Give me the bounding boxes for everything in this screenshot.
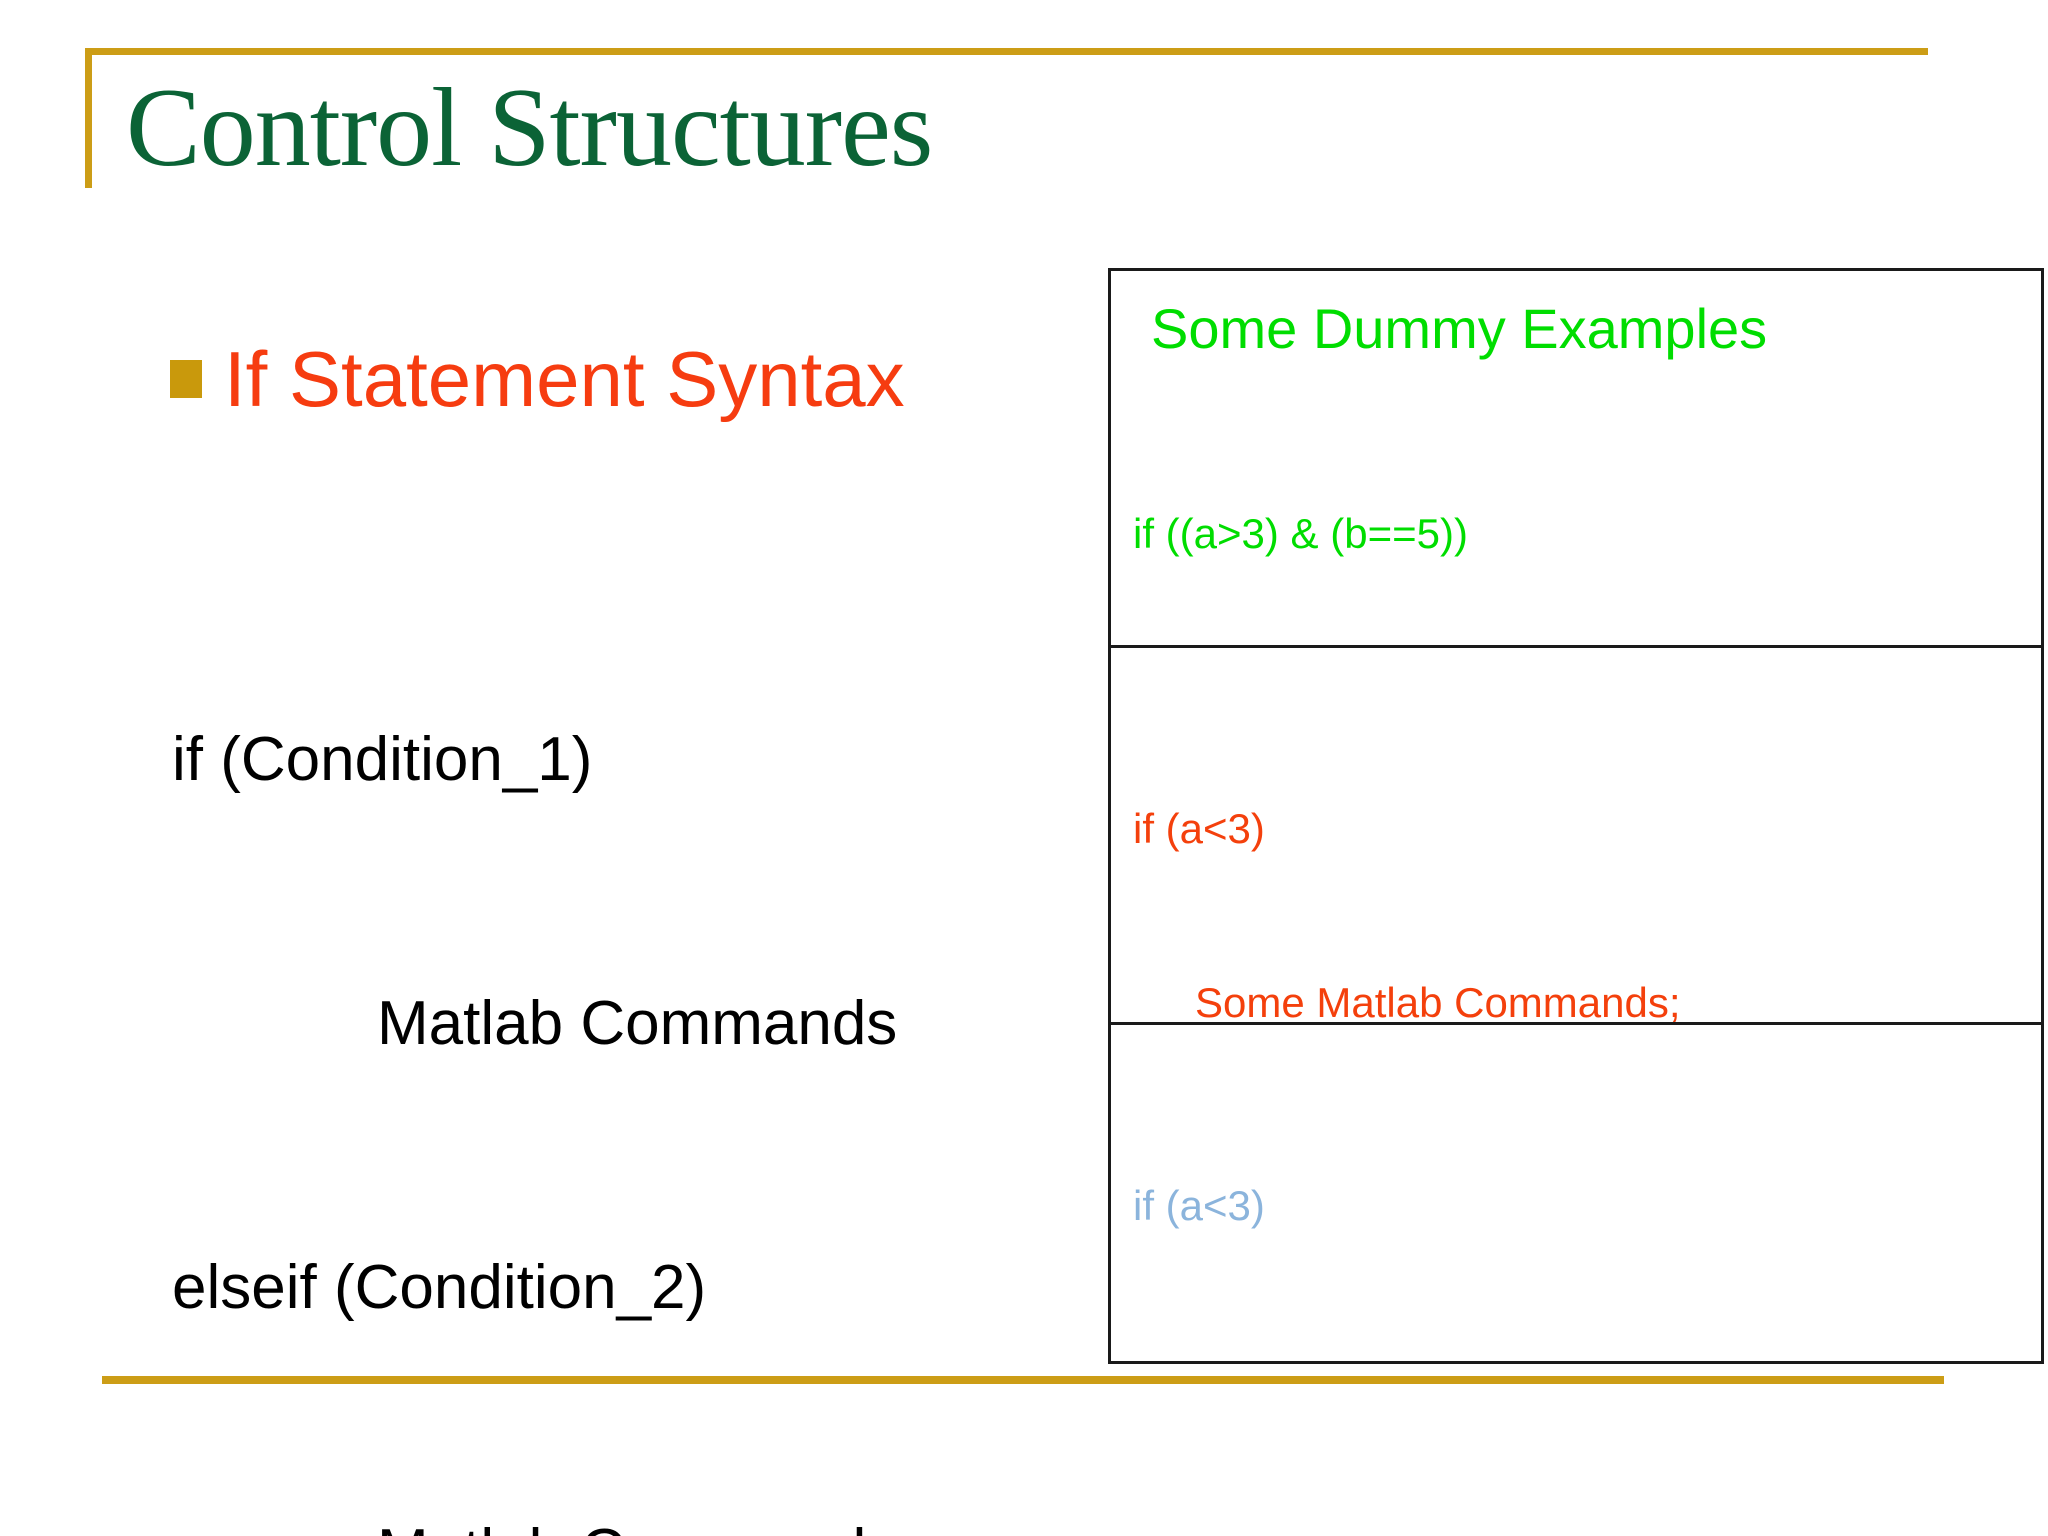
code-line: if (a<3) xyxy=(1133,805,1265,852)
gold-bottom-rule xyxy=(102,1376,1944,1384)
examples-heading: Some Dummy Examples xyxy=(1151,297,1768,360)
table-row: Some Dummy Examples if ((a>3) & (b==5)) … xyxy=(1111,271,2041,645)
page-title: Control Structures xyxy=(126,66,933,190)
code-example-green: if ((a>3) & (b==5)) Some Matlab Commands… xyxy=(1133,389,2041,645)
syntax-line: Matlab Commands xyxy=(377,989,898,1058)
bullet-heading-label: If Statement Syntax xyxy=(224,335,905,423)
code-line: Some Matlab Commands; xyxy=(1195,979,1681,1022)
square-bullet-icon xyxy=(170,360,202,398)
syntax-line: elseif (Condition_2) xyxy=(172,1253,707,1322)
code-line: Some Matlab Commands; xyxy=(1133,1351,2041,1361)
code-line: if ((a>3) & (b==5)) xyxy=(1133,510,1468,557)
table-row: if (a<3) Some Matlab Commands; else Some… xyxy=(1111,1022,2041,1361)
gold-top-rule xyxy=(85,48,1928,55)
gold-left-rule xyxy=(85,48,92,188)
bullet-heading: If Statement Syntax xyxy=(170,340,905,418)
if-statement-syntax-block: if (Condition_1) Matlab Commands elseif … xyxy=(172,540,1102,1536)
code-line: if (a<3) xyxy=(1133,1182,1265,1229)
table-row: if (a<3) Some Matlab Commands; elseif (b… xyxy=(1111,645,2041,1022)
code-example-red: if (a<3) Some Matlab Commands; elseif (b… xyxy=(1133,684,2041,1022)
syntax-line: Matlab Commands xyxy=(172,1508,1102,1536)
syntax-line: if (Condition_1) xyxy=(172,725,593,794)
code-example-blue: if (a<3) Some Matlab Commands; else Some… xyxy=(1133,1061,2041,1361)
dummy-examples-table: Some Dummy Examples if ((a>3) & (b==5)) … xyxy=(1108,268,2044,1364)
